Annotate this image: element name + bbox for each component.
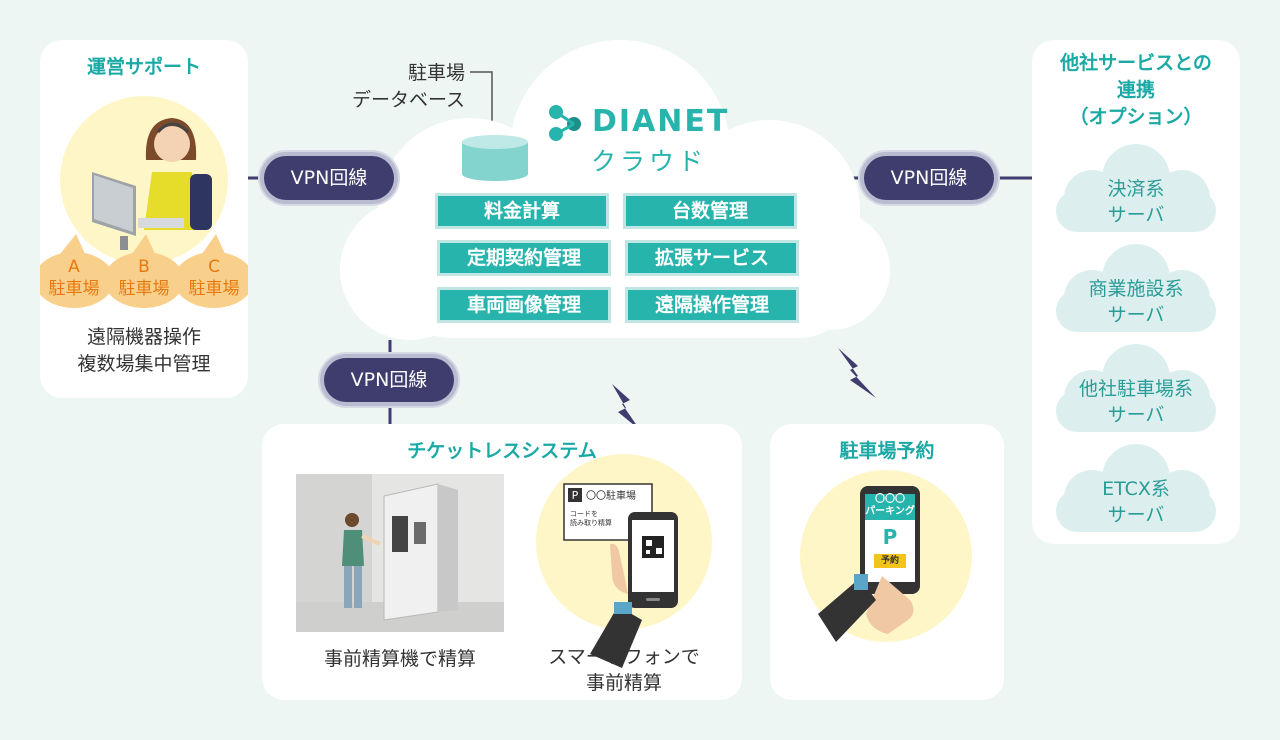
partners-title-line: 連携 [1116, 79, 1155, 101]
phone-caption: スマートフォンで 事前精算 [534, 644, 714, 696]
feature-tag: 台数管理 [626, 196, 794, 226]
partners-title: 他社サービスとの 連携 （オプション） [1032, 50, 1240, 131]
card-note-line: 読み取り精算 [570, 519, 612, 527]
server-label: サーバ [1107, 204, 1165, 226]
reserve-button: 予約 [880, 556, 899, 566]
card-note: コードを 読み取り精算 [570, 510, 612, 528]
server-label: ETCX系 [1102, 478, 1170, 500]
db-label: 駐車場 データベース [330, 60, 465, 114]
vpn-badge-ticketless: VPN回線 [324, 358, 454, 402]
reservation-panel: 駐車場予約 P 〇〇〇 パーキング 予約 [770, 424, 1004, 700]
bubble-a: A 駐車場 [37, 256, 111, 300]
bubble-label: 駐車場 [48, 279, 100, 299]
server-label: 他社駐車場系 [1078, 378, 1193, 400]
support-desc-line: 遠隔機器操作 [86, 326, 201, 348]
wireless-bolt-icon [838, 348, 876, 398]
server-cloud: ETCX系 サーバ [1046, 476, 1226, 528]
card-note-line: コードを [570, 510, 598, 518]
bubble-label: 駐車場 [188, 279, 240, 299]
server-cloud: 決済系 サーバ [1046, 176, 1226, 228]
cloud-subtitle: クラウド [590, 147, 707, 176]
vpn-badge-support: VPN回線 [264, 156, 394, 200]
server-label: サーバ [1107, 304, 1165, 326]
feature-tag: 定期契約管理 [440, 243, 608, 273]
bubble-b: B 駐車場 [107, 256, 181, 300]
bubble-c: C 駐車場 [177, 256, 251, 300]
wireless-bolt-icon [612, 384, 640, 430]
database-icon [462, 135, 528, 181]
svg-text:P: P [572, 489, 579, 502]
server-cloud: 商業施設系 サーバ [1046, 276, 1226, 328]
phone-screen-header: 〇〇〇 パーキング [865, 494, 915, 518]
server-cloud: 他社駐車場系 サーバ [1046, 376, 1226, 428]
server-label: 商業施設系 [1088, 278, 1184, 300]
partners-title-line: 他社サービスとの [1060, 52, 1212, 74]
support-desc-line: 複数場集中管理 [77, 353, 211, 375]
bubble-letter: B [138, 257, 150, 277]
reservation-title: 駐車場予約 [839, 440, 935, 462]
ticketless-panel: チケットレスシステム 事前精算機で精算 P 〇〇駐車場 [262, 424, 742, 700]
db-label-line: 駐車場 [407, 62, 465, 84]
phone-screen-line: パーキング [865, 506, 915, 517]
partners-title-line: （オプション） [1069, 106, 1203, 128]
support-title: 運営サポート [86, 56, 201, 78]
bubble-letter: A [68, 257, 80, 277]
phone-caption-line: スマートフォンで [548, 646, 700, 668]
svg-text:P: P [883, 525, 898, 549]
support-description: 遠隔機器操作 複数場集中管理 [40, 324, 248, 378]
bubble-letter: C [208, 257, 220, 277]
server-label: サーバ [1107, 504, 1165, 526]
server-label: 決済系 [1107, 178, 1165, 200]
db-leader-line [470, 71, 493, 132]
phone-screen-line: 〇〇〇 [875, 494, 905, 505]
smartphone-scan-illustration: P [536, 454, 712, 668]
dianet-logo-icon [549, 105, 581, 141]
brand-logo-text: DIANET [592, 104, 730, 139]
feature-tag: 料金計算 [438, 196, 606, 226]
vpn-badge-partners: VPN回線 [864, 156, 994, 200]
partners-panel: 他社サービスとの 連携 （オプション） 決済系 サーバ 商業施設系 サーバ 他社… [1032, 40, 1240, 544]
machine-caption: 事前精算機で精算 [323, 648, 476, 670]
support-panel: 運営サポート A 駐車場 B 駐車場 C 駐車場 遠隔機器操作 複数場集中管理 [40, 40, 248, 398]
parking-bubbles [40, 234, 248, 308]
db-label-line: データベース [351, 89, 465, 111]
reservation-phone-illustration: P [800, 470, 972, 642]
server-label: サーバ [1107, 404, 1165, 426]
operator-illustration [60, 96, 228, 264]
ticketless-title: チケットレスシステム [407, 440, 597, 462]
feature-tag: 車両画像管理 [440, 290, 608, 320]
feature-tag: 遠隔操作管理 [628, 290, 796, 320]
phone-caption-line: 事前精算 [585, 672, 662, 694]
server-clouds [1056, 144, 1216, 532]
bubble-label: 駐車場 [118, 279, 170, 299]
card-title: 〇〇駐車場 [586, 491, 636, 502]
feature-tag: 拡張サービス [628, 243, 796, 273]
payment-machine-illustration [296, 474, 504, 632]
